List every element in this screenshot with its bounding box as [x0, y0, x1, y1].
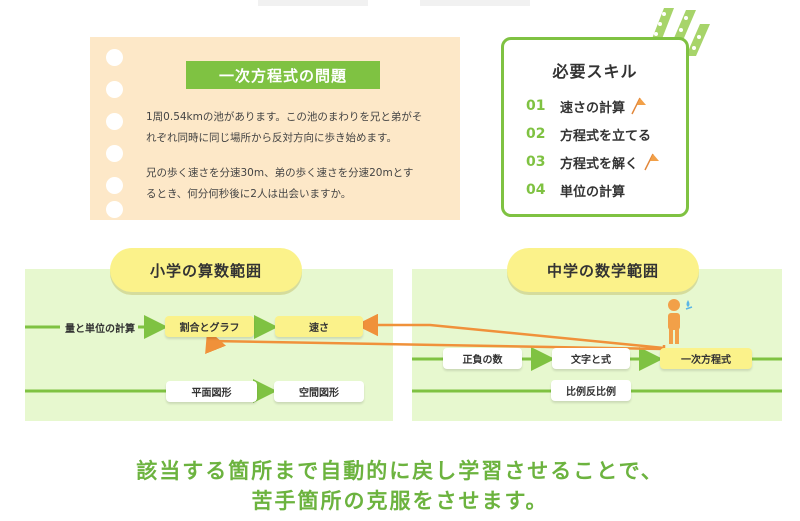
- skills-title: 必要スキル: [552, 62, 638, 81]
- binder-hole: [106, 201, 123, 218]
- problem-text-line: 1周0.54kmの池があります。この池のまわりを兄と弟がそ: [146, 111, 423, 123]
- skill-number: 02: [526, 126, 546, 142]
- skill-number: 03: [526, 154, 546, 170]
- node-speed: 速さ: [275, 316, 363, 337]
- skill-item: 02 方程式を立てる: [526, 124, 651, 144]
- person-sweat-icon: [668, 299, 693, 344]
- problem-card: 一次方程式の問題 1周0.54kmの池があります。この池のまわりを兄と弟がそ れ…: [90, 37, 460, 220]
- top-decoration-bar: [420, 0, 530, 6]
- summary-line-1: 該当する箇所まで自動的に戻し学習させることで、: [136, 459, 664, 483]
- binder-hole: [106, 177, 123, 194]
- binder-hole: [106, 81, 123, 98]
- node-signed-numbers: 正負の数: [443, 348, 522, 369]
- node-plane-figures: 平面図形: [166, 381, 257, 402]
- skill-label: 方程式を解く: [560, 156, 639, 172]
- flag-icon: [631, 97, 647, 115]
- top-decoration-bar: [258, 0, 368, 6]
- binder-hole: [106, 145, 123, 162]
- skill-item: 01 速さの計算: [526, 96, 647, 116]
- skill-label: 速さの計算: [560, 100, 626, 116]
- summary-line-2: 苦手箇所の克服をさせます。: [251, 489, 549, 513]
- node-ratio-graph: 割合とグラフ: [165, 316, 254, 337]
- skill-number: 04: [526, 182, 546, 198]
- skill-item: 04 単位の計算: [526, 180, 625, 200]
- node-proportion: 比例反比例: [551, 380, 631, 401]
- problem-text-line: 兄の歩く速さを分速30m、弟の歩く速さを分速20mとす: [146, 167, 414, 179]
- skill-label: 方程式を立てる: [560, 128, 652, 144]
- skill-item: 03 方程式を解く: [526, 152, 660, 172]
- binder-hole: [106, 113, 123, 130]
- binder-hole: [106, 49, 123, 66]
- node-letters-expressions: 文字と式: [552, 348, 630, 369]
- node-units-calculation: 量と単位の計算: [65, 324, 135, 335]
- skill-number: 01: [526, 98, 546, 114]
- flag-icon: [644, 153, 660, 171]
- junior-range-title: 中学の数学範囲: [507, 248, 699, 292]
- problem-text-line: るとき、何分何秒後に2人は出会いますか。: [146, 188, 352, 200]
- node-space-figures: 空間図形: [274, 381, 364, 402]
- node-linear-equation: 一次方程式: [660, 348, 752, 369]
- problem-title: 一次方程式の問題: [186, 61, 380, 89]
- skill-label: 単位の計算: [560, 184, 626, 200]
- problem-text-line: れぞれ同時に同じ場所から反対方向に歩き始めます。: [146, 132, 397, 144]
- required-skills-box: 必要スキル 01 速さの計算 02 方程式を立てる 03 方程式を解く 04 単…: [501, 37, 689, 217]
- elementary-range-title: 小学の算数範囲: [110, 248, 302, 292]
